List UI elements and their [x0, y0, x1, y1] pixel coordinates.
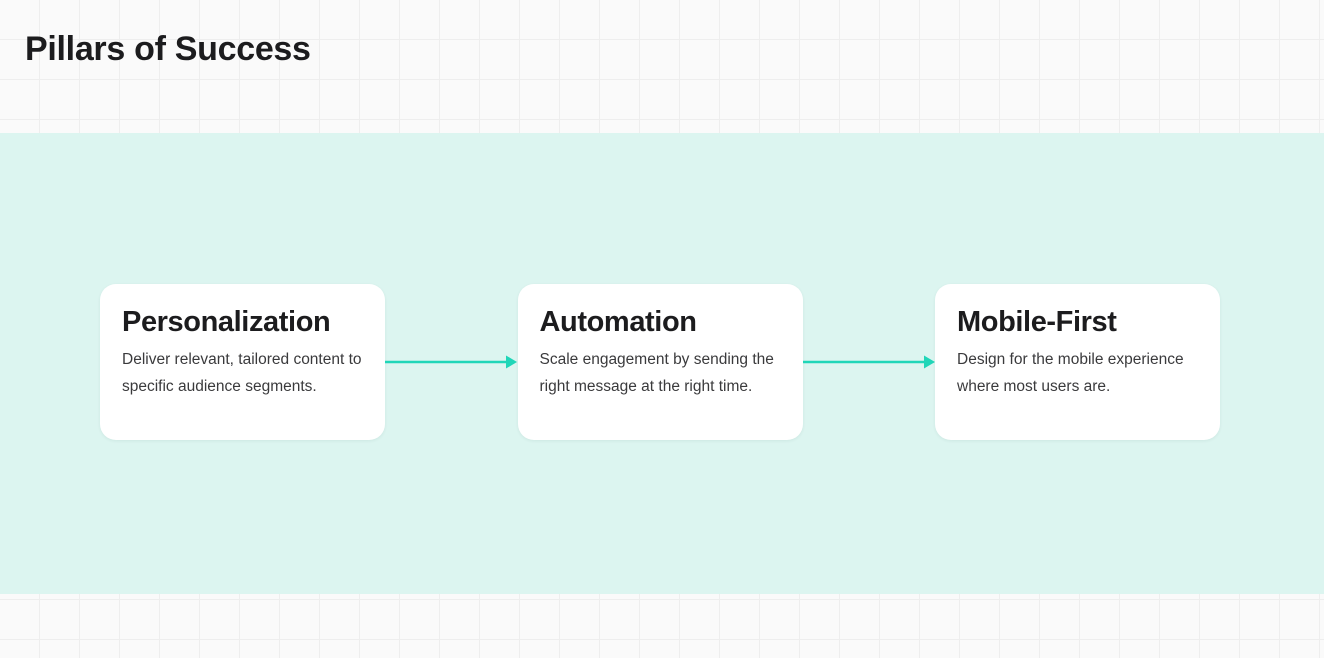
flow-diagram: Personalization Deliver relevant, tailor…	[100, 284, 1220, 440]
arrow-head-icon	[923, 355, 935, 369]
flow-card-mobile-first[interactable]: Mobile-First Design for the mobile exper…	[935, 284, 1220, 440]
flow-card-automation[interactable]: Automation Scale engagement by sending t…	[517, 284, 803, 440]
arrow-head-icon	[506, 355, 518, 369]
flow-card-title: Personalization	[122, 306, 331, 338]
flow-card-title: Mobile-First	[957, 306, 1117, 338]
flow-arrow-2	[802, 355, 935, 369]
flow-card-body: Scale engagement by sending the right me…	[539, 351, 774, 395]
flow-card-body: Design for the mobile experience where m…	[957, 351, 1184, 395]
page-title: Pillars of Success	[25, 30, 311, 68]
flow-arrow-1	[385, 355, 518, 369]
flow-card-personalization[interactable]: Personalization Deliver relevant, tailor…	[100, 284, 385, 440]
flow-card-body: Deliver relevant, tailored content to sp…	[122, 351, 362, 395]
flow-card-title: Automation	[539, 306, 697, 338]
